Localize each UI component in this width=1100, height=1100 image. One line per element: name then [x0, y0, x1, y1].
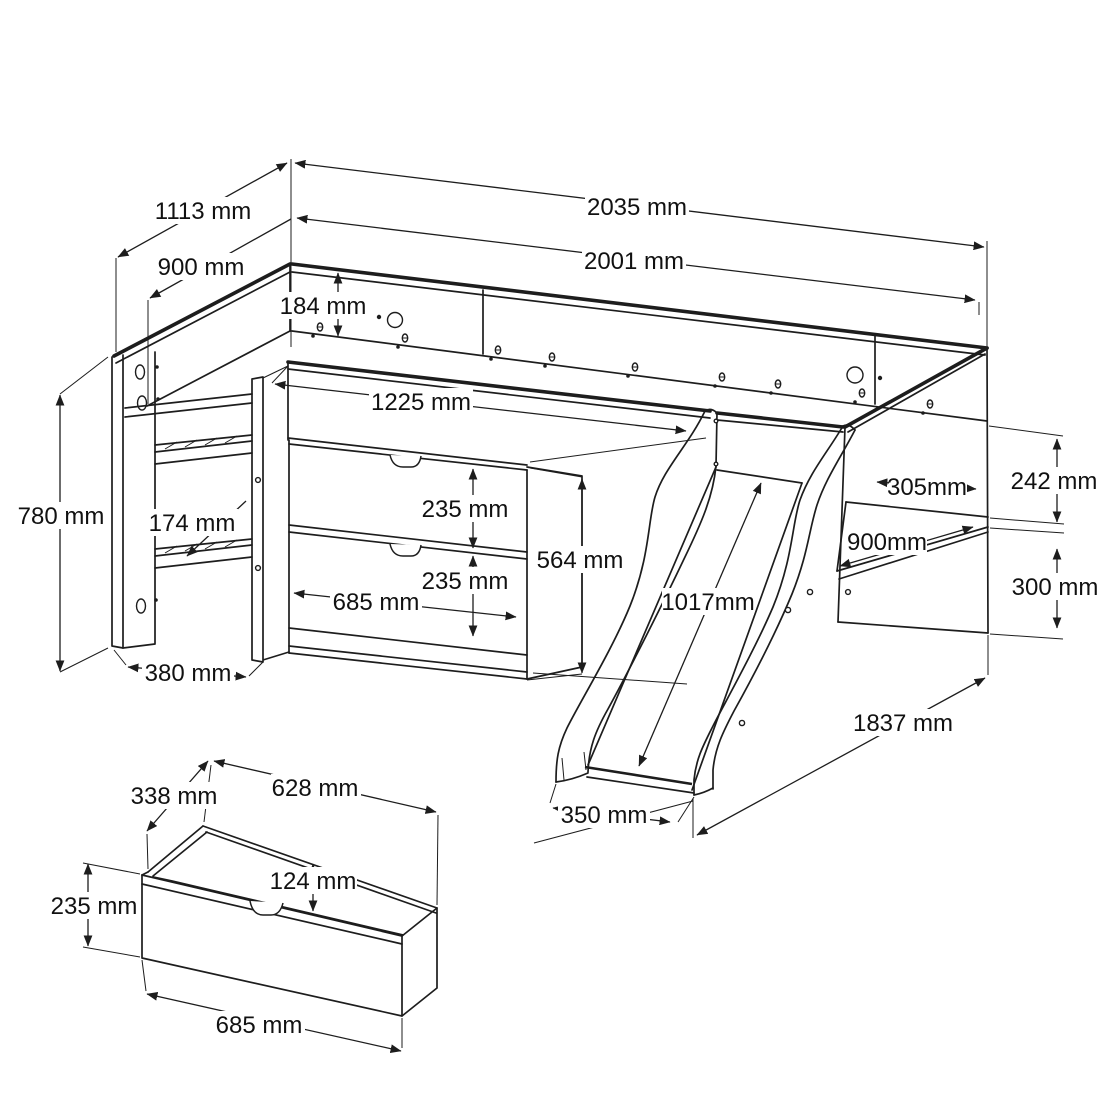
- shelves: [154, 434, 253, 569]
- dim-label-shelf-depth: 174 mm: [149, 510, 236, 537]
- dimension-desk-depth: 305mm: [876, 473, 977, 501]
- dim-label-top-drawer-height: 235 mm: [422, 496, 509, 523]
- dimension-overall-depth: 1113 mm: [117, 162, 288, 258]
- dimension-chest-width: 685 mm: [293, 588, 517, 621]
- dim-label-chest-height: 564 mm: [537, 547, 624, 574]
- dimension-footprint-depth: 1837 mm: [696, 677, 986, 836]
- dimension-slide-length: 1017mm: [638, 482, 762, 767]
- dimension-shelf-depth: 174 mm: [146, 500, 247, 557]
- dimension-drawer-inner-width: 628 mm: [213, 759, 437, 814]
- dim-label-head-end-height: 780 mm: [18, 503, 105, 530]
- dimension-overall-length: 2035 mm: [294, 159, 985, 251]
- rail-hole: [386, 311, 404, 329]
- drawer-handle: [249, 900, 284, 916]
- dimension-front-rail-length: 1225 mm: [274, 380, 687, 435]
- dimension-desk-width: 900mm: [839, 525, 974, 568]
- dim-label-drawer-depth: 338 mm: [131, 783, 218, 810]
- drawer-handle: [389, 454, 422, 468]
- dimension-drawer-inner-depth: 124 mm: [269, 863, 357, 912]
- inner-upright: [251, 376, 290, 663]
- dim-label-under-desk-height: 300 mm: [1012, 574, 1099, 601]
- dimension-rail-height: 184 mm: [273, 272, 373, 337]
- dim-label-drawer-inner-width: 628 mm: [272, 775, 359, 802]
- dim-label-desk-clearance: 242 mm: [1011, 468, 1098, 495]
- dimension-drawer-height: 235 mm: [48, 863, 140, 947]
- dim-label-rail-height: 184 mm: [280, 293, 367, 320]
- dim-label-slide-width: 350 mm: [561, 802, 648, 829]
- drawer-detail-view: 338 mm 628 mm 124 mm 235 mm 685 mm: [48, 759, 439, 1054]
- dimension-desk-clearance: 242 mm: [1008, 438, 1100, 523]
- dimension-drawer-width: 685 mm: [146, 991, 402, 1054]
- extension-lines: [59, 159, 1064, 844]
- bed-main-view: 2035 mm 2001 mm 1113 mm 900 mm 184 mm 12…: [15, 159, 1100, 844]
- drawer-chest: [287, 437, 688, 685]
- dimension-drawer-depth: 338 mm: [130, 760, 220, 832]
- dim-label-front-rail-length: 1225 mm: [371, 389, 471, 416]
- dimension-under-desk-height: 300 mm: [1009, 548, 1100, 629]
- dim-label-bottom-drawer-height: 235 mm: [422, 568, 509, 595]
- dim-label-footprint-depth: 1837 mm: [853, 710, 953, 737]
- dim-label-slide-length: 1017mm: [661, 589, 754, 616]
- dim-label-drawer-width: 685 mm: [216, 1012, 303, 1039]
- drawer-handle: [389, 543, 422, 557]
- dim-label-chest-width: 685 mm: [333, 589, 420, 616]
- dim-label-head-end-depth: 380 mm: [145, 660, 232, 687]
- dimension-bed-width: 900 mm: [149, 218, 292, 299]
- right-end-panel: [837, 346, 989, 634]
- dim-label-overall-length: 2035 mm: [587, 194, 687, 221]
- dimension-head-end-height: 780 mm: [15, 394, 107, 672]
- dimension-slide-width: 350 mm: [552, 801, 671, 829]
- dimension-bed-length: 2001 mm: [296, 214, 976, 304]
- dimension-bottom-drawer-height: 235 mm: [419, 555, 511, 637]
- dim-label-desk-depth: 305mm: [887, 474, 967, 501]
- dim-label-bed-length: 2001 mm: [584, 248, 684, 275]
- head-end: [111, 262, 292, 663]
- drawer-box: [141, 825, 438, 1017]
- dim-label-overall-depth: 1113 mm: [155, 198, 251, 225]
- dimension-chest-height: 564 mm: [534, 478, 626, 674]
- rail-hole: [846, 366, 864, 384]
- dimension-top-drawer-height: 235 mm: [419, 468, 511, 549]
- dim-label-drawer-inner-depth: 124 mm: [270, 868, 357, 895]
- dimension-head-end-depth: 380 mm: [127, 659, 247, 687]
- dim-label-drawer-height: 235 mm: [51, 893, 138, 920]
- dim-label-desk-width: 900mm: [847, 529, 927, 556]
- dim-label-bed-width: 900 mm: [158, 254, 245, 281]
